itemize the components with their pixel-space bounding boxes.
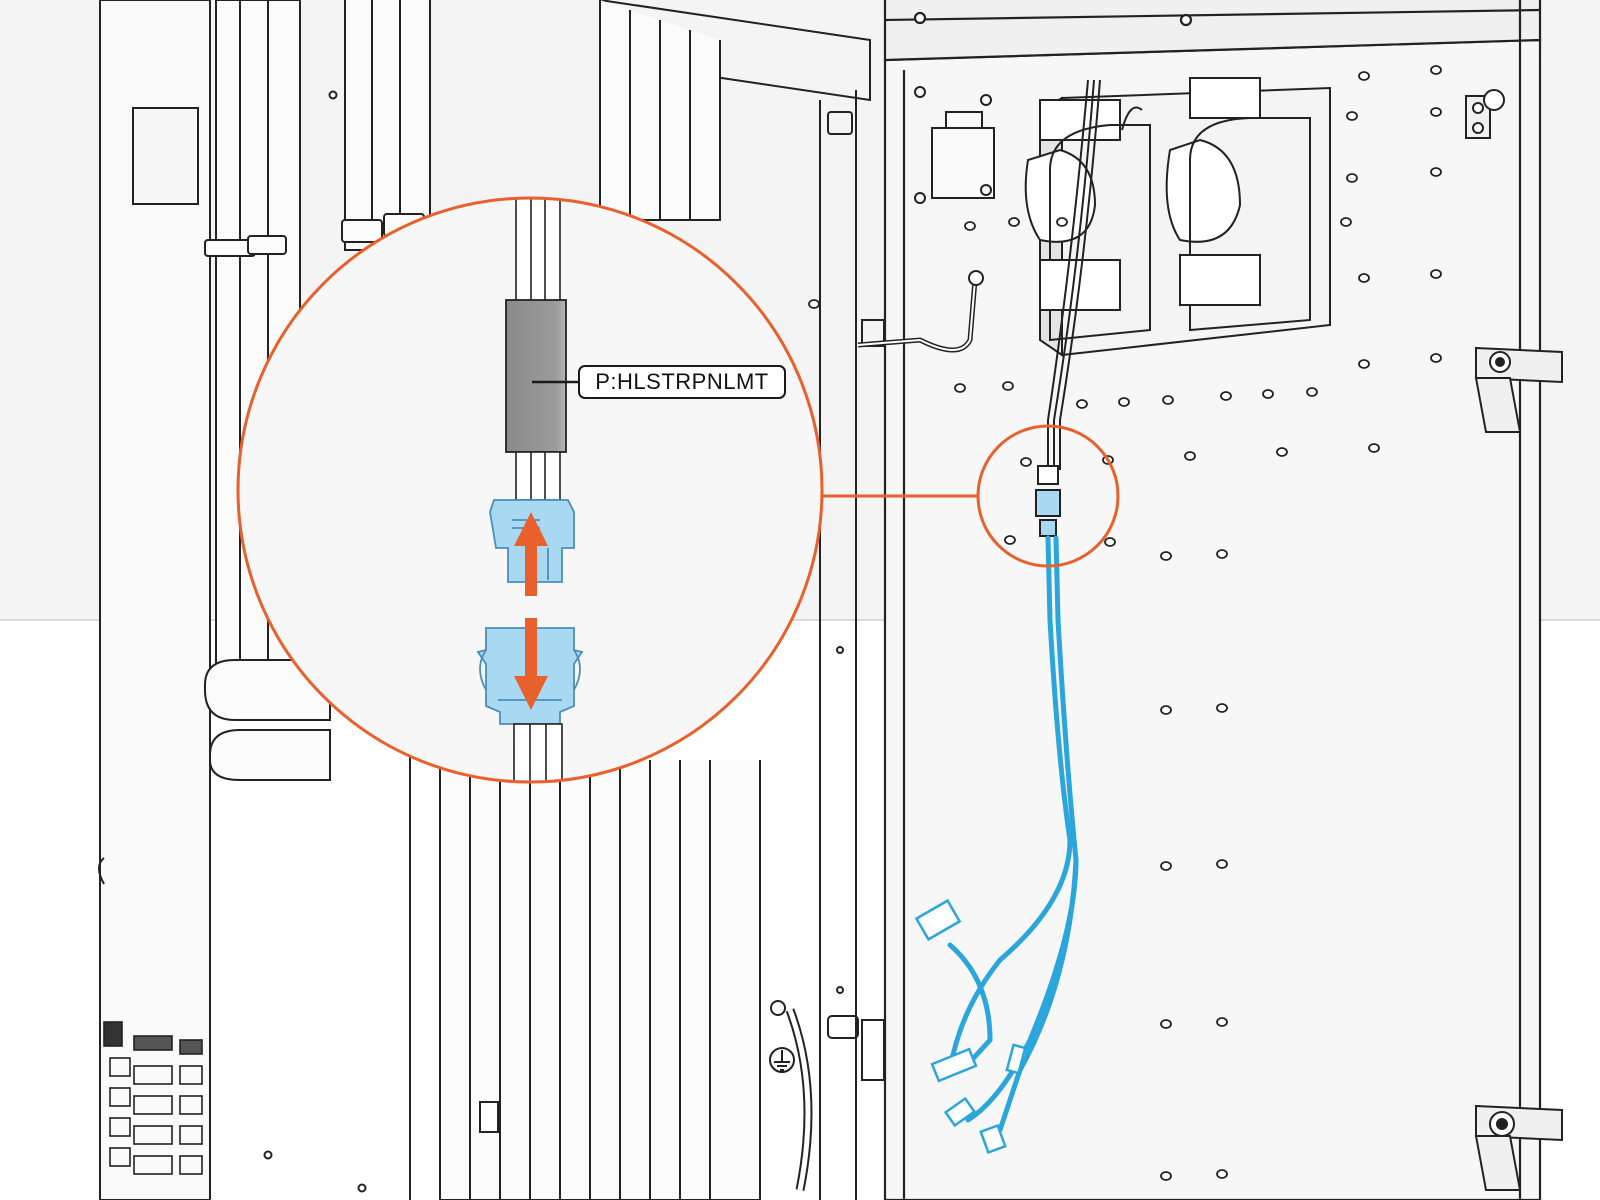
door-rivet xyxy=(1216,1017,1228,1027)
door-rivet xyxy=(964,221,976,231)
part-label: P:HLSTRPNLMT xyxy=(578,365,786,399)
door-rivet xyxy=(1358,359,1370,369)
door-rivets xyxy=(808,65,1442,1181)
door-rivet xyxy=(1160,1171,1172,1181)
door-rivet xyxy=(1306,387,1318,397)
ground-wire xyxy=(479,1000,813,1191)
door-rivet xyxy=(1368,443,1380,453)
door-rivet xyxy=(1340,217,1352,227)
cabinet-left-side xyxy=(98,0,367,1200)
door-rivet xyxy=(1160,861,1172,871)
door-rivet xyxy=(1430,65,1442,75)
door-rivet xyxy=(1160,1019,1172,1029)
door-rivet xyxy=(1216,1169,1228,1179)
zoom-wires-lower xyxy=(513,723,563,782)
zoom-wires-upper xyxy=(515,198,561,303)
ground-icon xyxy=(769,1047,795,1073)
door-rivet xyxy=(1004,535,1016,545)
door-rivet xyxy=(1276,447,1288,457)
door-connector-small xyxy=(1035,465,1061,537)
vent-grille xyxy=(103,1021,203,1175)
door-rivet xyxy=(1346,173,1358,183)
door-hinge-upper xyxy=(1465,89,1505,139)
door-rivet xyxy=(1430,107,1442,117)
door-latch-lower xyxy=(1474,1104,1563,1191)
door-rivet xyxy=(1430,167,1442,177)
double-headed-vertical-arrow xyxy=(514,512,548,710)
door-rivet xyxy=(1220,391,1232,401)
door-rivet xyxy=(1160,551,1172,561)
door-rivet xyxy=(1430,269,1442,279)
zoom-detail xyxy=(236,196,824,784)
door-rivet xyxy=(1216,859,1228,869)
door-rivet xyxy=(1056,217,1068,227)
blue-harness xyxy=(947,535,1079,1133)
door-rivet xyxy=(1162,395,1174,405)
door-ground-lead xyxy=(857,270,984,353)
door-rivet xyxy=(1430,353,1442,363)
fan-wiring xyxy=(1047,79,1143,470)
door-rivet xyxy=(808,299,820,309)
fan-assembly xyxy=(1024,77,1331,357)
door-bracket xyxy=(914,86,995,204)
door-rivet xyxy=(1358,273,1370,283)
door-rivet xyxy=(1216,703,1228,713)
door-rivet xyxy=(1118,397,1130,407)
door-rivet xyxy=(954,383,966,393)
door-rivet xyxy=(1008,217,1020,227)
door-rivet xyxy=(1346,111,1358,121)
door-rivet xyxy=(1104,537,1116,547)
door-rivet xyxy=(1358,71,1370,81)
door-rivet xyxy=(1160,705,1172,715)
cable-bundle-center xyxy=(341,0,761,1200)
zoom-sleeve xyxy=(505,299,567,453)
door-rivet xyxy=(1216,549,1228,559)
door-rivet xyxy=(1002,381,1014,391)
door-rivet xyxy=(1076,399,1088,409)
door-rivet xyxy=(1184,451,1196,461)
door-latch-upper xyxy=(1474,346,1563,433)
door-rivet xyxy=(1262,389,1274,399)
zoom-wires-mid xyxy=(515,451,561,501)
door-rivet xyxy=(1020,457,1032,467)
blue-harness-connectors xyxy=(914,898,1027,1155)
